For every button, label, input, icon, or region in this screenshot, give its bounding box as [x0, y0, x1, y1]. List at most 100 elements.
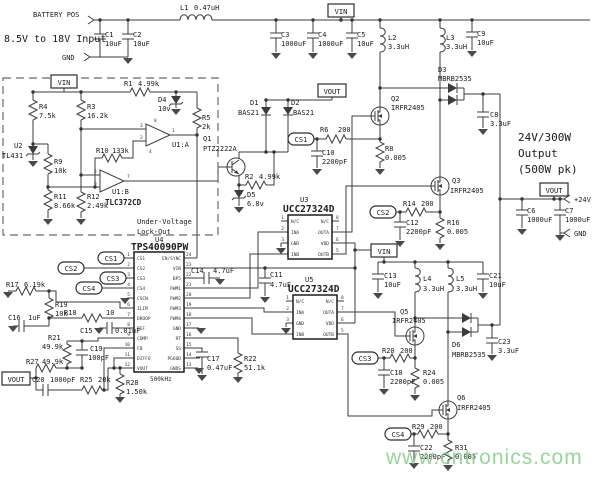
ic-pin-number: 6 [127, 302, 130, 308]
c9-val: 10uF [477, 39, 494, 47]
ic-pin-number: 10 [125, 342, 131, 348]
resistor-r2 [245, 180, 267, 190]
r31-ref: R31 [455, 444, 468, 452]
uvlo-dashed-box [2, 77, 219, 236]
wires [8, 15, 590, 464]
diode-d3a [447, 82, 458, 94]
r19-ref: R19 [55, 301, 68, 309]
vout-netbox-top [317, 83, 347, 98]
ic-pin-label: BP5 [173, 276, 181, 282]
r28-val: 1.50k [126, 388, 148, 396]
ic-pin-label: VOUT [137, 366, 148, 372]
l2-val: 3.3uH [388, 43, 409, 51]
l1-val: 0.47uH [194, 4, 219, 12]
ic-pin-number: 13 [186, 362, 192, 368]
r2-ref: R2 [245, 173, 253, 181]
ic-pin-number: 19 [186, 302, 192, 308]
c14-val: 4.7uF [213, 267, 234, 275]
ic-pin-label: CS2 [137, 266, 145, 272]
c16-ref: C16 [8, 314, 21, 322]
vin-netbox-top [327, 3, 355, 18]
ic-pin-label: ILIM [137, 306, 148, 312]
c12-val: 2200pF [406, 228, 431, 236]
ic-pin-label: PWM2 [170, 296, 181, 302]
ic-pin-number: 3 [281, 237, 284, 243]
capacitor-c20 [42, 383, 49, 397]
ic-pin-number: 8 [336, 215, 339, 221]
ic-pin-number: 4 [286, 328, 289, 334]
ic-pin-label: CSCN [137, 296, 148, 302]
ic-pin-label: SS [176, 346, 182, 352]
output-rating-1: 24V/300W [518, 131, 571, 144]
ic-pin-label: N/C [326, 299, 334, 305]
q6-ref: Q6 [457, 394, 465, 402]
r21-ref: R21 [48, 334, 61, 342]
ic-u3-ucc27324d [287, 214, 333, 260]
vin-netbox-uvlo [50, 74, 78, 89]
r16-ref: R16 [447, 219, 460, 227]
ic-pin-label: PWM1 [170, 286, 181, 292]
resistor-r11 [43, 189, 53, 211]
uvlo-title-2: Lock-Out [137, 228, 171, 236]
opamp-u1a [145, 123, 171, 147]
battery-pos-arrow-icon [87, 15, 95, 25]
inductor-l4 [414, 267, 421, 293]
ic-pin-label: DROOP [137, 316, 151, 322]
cs1-right-label: CS1 [295, 136, 308, 144]
vout-top-label: VOUT [324, 88, 342, 96]
d6-ref: D6 [452, 341, 460, 349]
cs3-right-label: CS3 [359, 355, 372, 363]
capacitor-c15 [106, 321, 113, 335]
ic-pin-label: OUTA [318, 230, 329, 236]
r1-ref: R1 [124, 80, 132, 88]
tlc372cd-label: TLC372CD [105, 198, 142, 207]
l4-val: 3.3uH [423, 285, 444, 293]
ic-pin-number: 7 [341, 306, 344, 312]
resistor-r22 [233, 352, 243, 374]
c6-ref: C6 [527, 207, 535, 215]
ic-u5-ucc27324d [292, 294, 338, 340]
diode-d2 [282, 106, 294, 116]
ic-pin-label: PGOOD [167, 356, 181, 362]
u4-part: TPS40090PW [131, 242, 188, 253]
r24-ref: R24 [423, 369, 436, 377]
l3-ref: L3 [446, 34, 454, 42]
diode-d3b [447, 94, 458, 106]
capacitor-c12 [393, 221, 407, 228]
resistor-r6 [325, 134, 347, 144]
c13-val: 10uF [384, 281, 401, 289]
c11-val: 4.7uF [270, 281, 291, 289]
c17-ref: C17 [207, 355, 220, 363]
diode-d6b [461, 326, 472, 338]
u1a-pin2-num: 2 [140, 135, 143, 141]
capacitor-c23 [485, 337, 499, 344]
r12-ref: R12 [87, 193, 100, 201]
ic-pin-number: 16 [186, 332, 192, 338]
d6-val: MBRB2535 [452, 351, 486, 359]
inductor-l5 [447, 267, 454, 293]
ic-pin-label: CS3 [137, 276, 145, 282]
ic-pin-number: 22 [186, 272, 192, 278]
u5-part: UCC27324D [288, 284, 340, 295]
c22-val: 2200pF [420, 453, 445, 461]
mosfet-q5 [405, 326, 425, 346]
npn-q1 [226, 157, 246, 177]
c23-val: 3.3uF [498, 347, 519, 355]
c4-ref: C4 [318, 31, 326, 39]
vout-netbox-right [539, 182, 569, 197]
c7-val: 1000uF [565, 216, 590, 224]
plus24-label: +24V [574, 196, 592, 204]
r20-val: 200 [400, 347, 413, 355]
d1-val: BAS21 [238, 109, 259, 117]
ic-pin-number: 6 [336, 237, 339, 243]
c21-ref: C21 [489, 272, 502, 280]
resistor-r14 [405, 207, 427, 217]
vin-netbox-mid [370, 243, 398, 258]
ic-pin-number: 18 [186, 312, 192, 318]
cs2-flag-right [369, 205, 397, 219]
r8-val: 0.005 [385, 154, 406, 162]
c18-ref: C18 [390, 369, 403, 377]
ic-pin-number: 6 [341, 317, 344, 323]
ic-pin-number: 15 [186, 342, 192, 348]
ic-pin-label: PWM4 [170, 316, 181, 322]
